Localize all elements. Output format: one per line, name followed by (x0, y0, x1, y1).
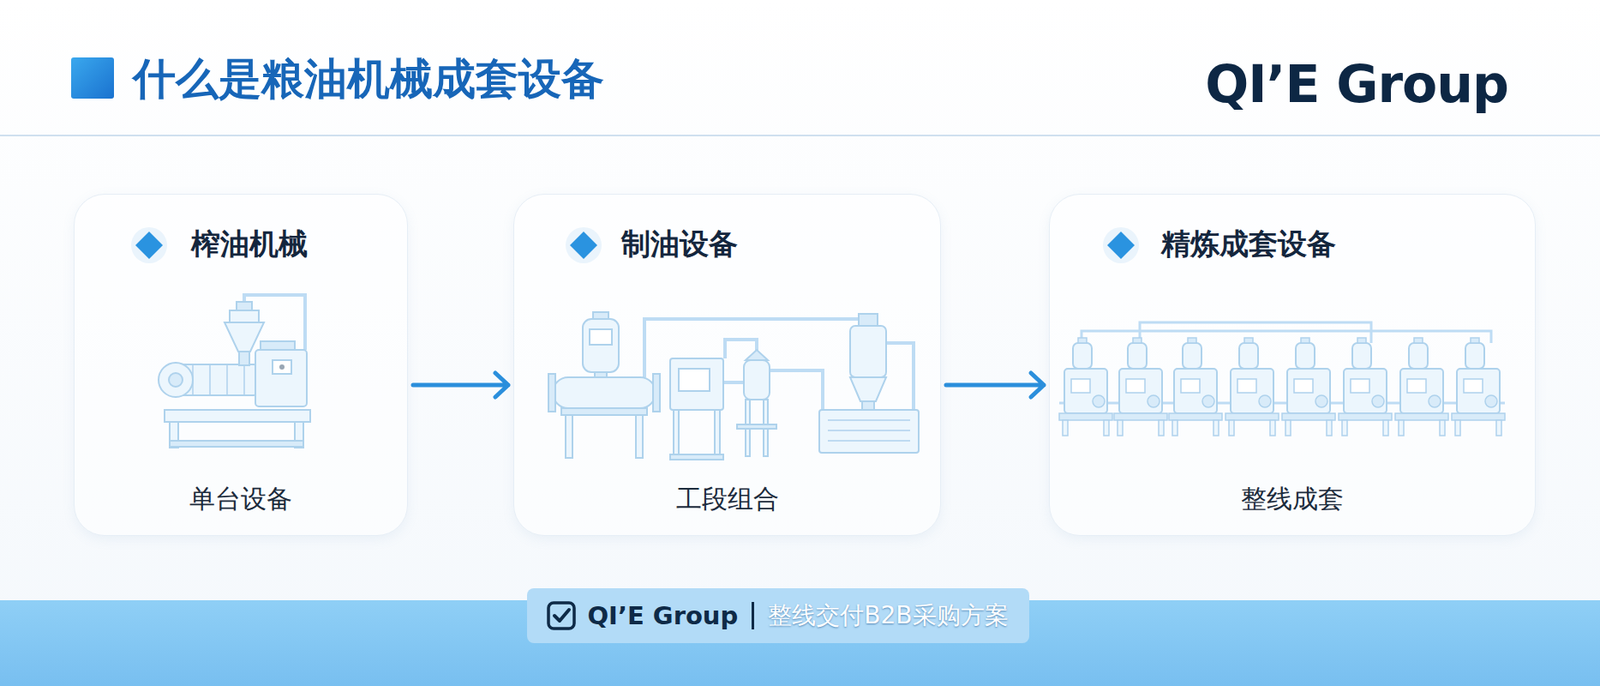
header-rule (0, 134, 1600, 137)
brand-logo: QI’E Group (1204, 53, 1509, 114)
check-icon (545, 599, 577, 631)
separator (751, 601, 755, 630)
check-mark (554, 609, 570, 621)
card-heading: 榨油机械 (191, 225, 308, 262)
card-caption: 工段组合 (514, 481, 941, 516)
title-square (71, 57, 114, 99)
diamond (569, 231, 598, 259)
title: 什么是粮油机械成套设备 (132, 53, 605, 105)
diamond (1107, 231, 1135, 259)
card-caption: 单台设备 (74, 481, 408, 516)
icon-glow (1102, 227, 1139, 264)
diamond-icon (130, 226, 168, 264)
footer-badge: QI’E Group 整线交付B2B采购方案 (527, 587, 1029, 643)
stage-card: 制油设备工段组合 (513, 193, 941, 536)
diamond-icon (564, 226, 603, 264)
card-heading: 精炼成套设备 (1161, 225, 1337, 262)
badge-brand: QI’E Group (587, 600, 738, 630)
flow-arrow (946, 372, 1044, 397)
diamond-icon (1102, 226, 1140, 264)
icon-glow (131, 227, 168, 264)
icon-glow (565, 227, 602, 264)
badge-slogan: 整线交付B2B采购方案 (767, 599, 1008, 632)
card-heading: 制油设备 (621, 225, 738, 262)
diamond (135, 231, 163, 259)
stage-card: 精炼成套设备整线成套 (1048, 193, 1536, 536)
flow-arrow (413, 372, 509, 397)
card-caption: 整线成套 (1049, 481, 1535, 516)
bottom-band (0, 599, 1600, 686)
stage-card: 榨油机械单台设备 (73, 193, 408, 536)
check-box (548, 602, 575, 629)
